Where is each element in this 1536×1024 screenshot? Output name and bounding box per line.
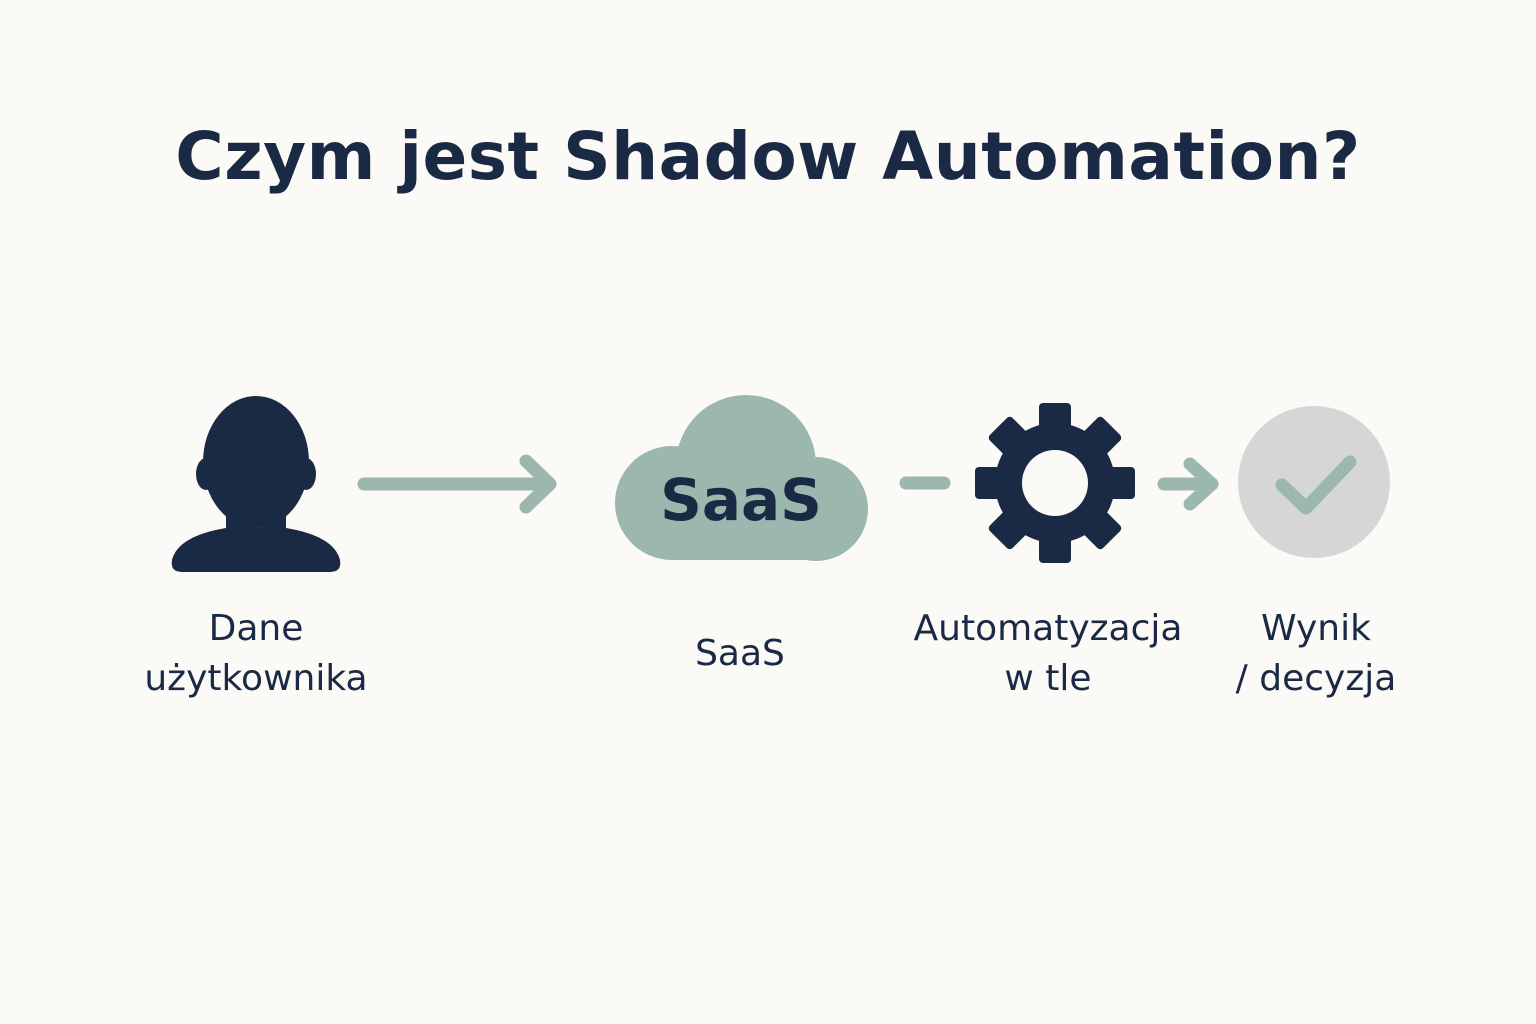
- label-line: / decyzja: [1235, 658, 1397, 699]
- checkmark-circle-icon: [1238, 406, 1390, 558]
- page-title: Czym jest Shadow Automation?: [175, 118, 1361, 195]
- user-silhouette-icon: [171, 396, 341, 572]
- label-line: Dane: [208, 608, 304, 649]
- node-label-user-data: Dane użytkownika: [106, 604, 406, 704]
- connector-arrow-1: [357, 454, 557, 514]
- label-line: Wynik: [1261, 608, 1371, 649]
- label-line: w tle: [1004, 658, 1092, 699]
- node-label-automation: Automatyzacja w tle: [898, 604, 1198, 704]
- node-label-result: Wynik / decyzja: [1166, 604, 1466, 704]
- gear-icon: [975, 403, 1135, 563]
- cloud-icon: [615, 395, 868, 561]
- cloud-text: SaaS: [660, 466, 822, 534]
- label-line: użytkownika: [144, 658, 368, 699]
- label-line: SaaS: [695, 633, 785, 674]
- node-label-saas: SaaS: [590, 629, 890, 679]
- label-line: Automatyzacja: [913, 608, 1183, 649]
- connector-arrow-3: [1157, 457, 1219, 511]
